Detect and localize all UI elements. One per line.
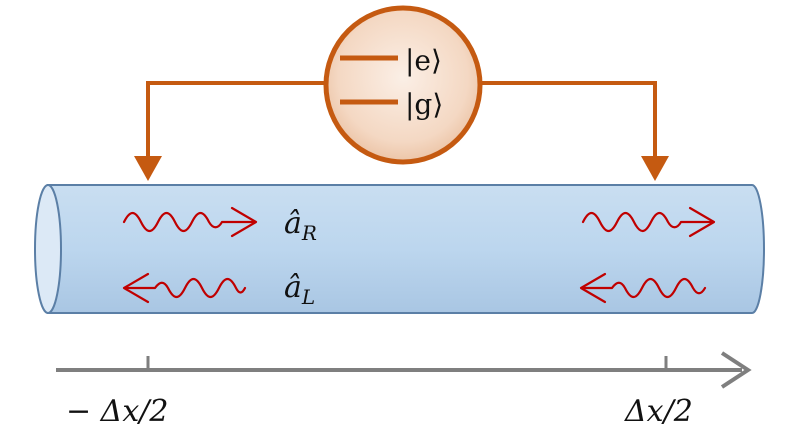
- coupling-lines: [146, 81, 657, 160]
- position-axis: − Δx/2 Δx/2: [56, 351, 752, 429]
- left-coupling-line: [146, 81, 326, 160]
- left-coupling-arrowhead: [134, 156, 162, 181]
- axis-arrowhead: [720, 351, 752, 389]
- right-coupling-line: [480, 81, 657, 160]
- left-mode-label: âL: [284, 270, 315, 309]
- two-level-atom: |e⟩ |g⟩: [323, 5, 483, 165]
- waveguide-body: [47, 184, 765, 314]
- ground-state-label: |g⟩: [405, 88, 443, 121]
- waveguide: [34, 184, 765, 314]
- mode-labels: âR âL: [284, 206, 317, 309]
- left-moving-photon-right: [579, 272, 707, 304]
- right-mode-label: âR: [284, 206, 317, 245]
- photon-wavepackets: [122, 206, 716, 304]
- left-tick-label: − Δx/2: [66, 394, 168, 429]
- waveguide-open-end: [34, 184, 62, 314]
- left-moving-photon-left: [122, 272, 247, 304]
- right-coupling-arrowhead: [641, 156, 669, 181]
- right-moving-photon-left: [122, 206, 258, 238]
- right-moving-photon-right: [581, 206, 716, 238]
- atom-circle: [323, 5, 483, 165]
- excited-state-label: |e⟩: [405, 44, 442, 77]
- right-tick-label: Δx/2: [624, 394, 693, 429]
